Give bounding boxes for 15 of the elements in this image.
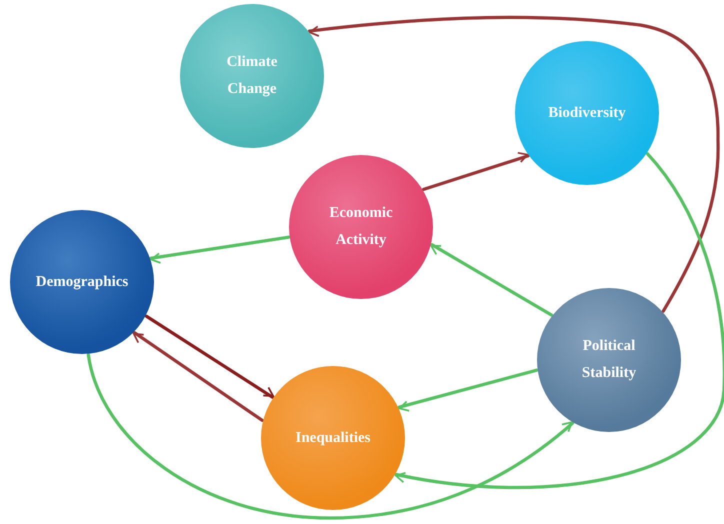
topic-label: Political Stability: [580, 337, 638, 383]
arrow: [86, 353, 574, 520]
arrow: [398, 368, 538, 412]
arrow: [430, 243, 554, 317]
arrow: [132, 331, 264, 422]
arrow: [149, 236, 290, 264]
arrow: [422, 152, 530, 191]
topic-label: Inequalities: [295, 428, 370, 448]
arrow: [394, 152, 724, 490]
topic-label: Climate Change: [226, 53, 278, 99]
topic-label: Demographics: [36, 272, 128, 292]
topic-label: Economic Activity: [328, 204, 394, 250]
arrow: [308, 16, 720, 313]
arrow: [144, 314, 274, 399]
topic-label: Biodiversity: [548, 104, 626, 122]
